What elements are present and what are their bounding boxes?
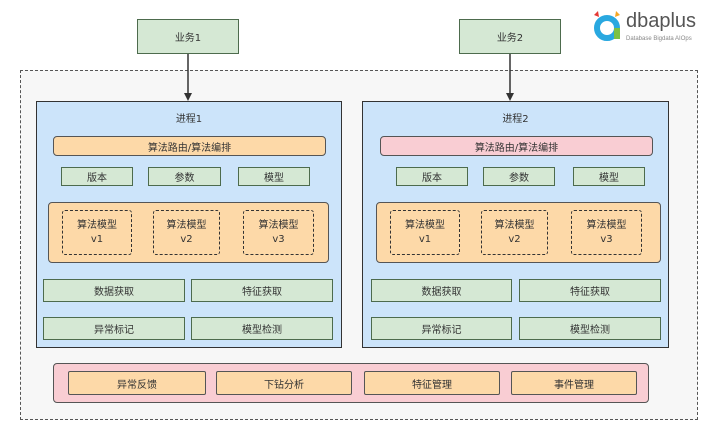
anomaly-mark: 异常标记 <box>371 317 512 340</box>
model-version: v2 <box>508 233 521 245</box>
model-detect: 模型检测 <box>191 317 333 340</box>
param-version: 版本 <box>61 167 133 186</box>
model-version: v3 <box>600 233 613 245</box>
model-detect: 模型检测 <box>519 317 661 340</box>
anomaly-mark: 异常标记 <box>43 317 185 340</box>
model-label: 算法模型 <box>586 219 627 231</box>
param-model: 模型 <box>573 167 645 186</box>
model-label: 算法模型 <box>258 219 299 231</box>
feature-fetch: 特征获取 <box>191 279 333 302</box>
arrows <box>184 54 514 101</box>
model-label: 算法模型 <box>405 219 445 231</box>
model-v3: 算法模型 v3 <box>243 210 314 255</box>
model-v2: 算法模型 v2 <box>153 210 220 255</box>
model-v3: 算法模型 v3 <box>571 210 642 255</box>
model-v2: 算法模型 v2 <box>481 210 548 255</box>
model-version: v3 <box>272 233 285 245</box>
model-version: v1 <box>90 233 104 245</box>
model-v1: 算法模型 v1 <box>62 210 132 255</box>
service-2: 业务2 <box>459 19 561 54</box>
param-params: 参数 <box>148 167 221 186</box>
model-version: v2 <box>180 233 193 245</box>
arrow-2-head <box>506 93 514 101</box>
process-2-router: 算法路由/算法编排 <box>380 136 653 156</box>
process-2-title: 进程2 <box>502 113 529 125</box>
model-label: 算法模型 <box>166 219 207 231</box>
feature-management: 特征管理 <box>364 371 500 395</box>
process-1-router: 算法路由/算法编排 <box>53 136 326 156</box>
param-params: 参数 <box>483 167 555 186</box>
anomaly-feedback: 异常反馈 <box>68 371 206 395</box>
model-label: 算法模型 <box>494 219 535 231</box>
model-label: 算法模型 <box>77 219 117 231</box>
param-version: 版本 <box>396 167 468 186</box>
process-1-title: 进程1 <box>175 113 203 125</box>
drilldown-analysis: 下钻分析 <box>216 371 352 395</box>
dbaplus-logo: dbaplus Database Bigdata AIOps <box>590 8 696 44</box>
param-model: 模型 <box>238 167 310 186</box>
model-v1: 算法模型 v1 <box>390 210 460 255</box>
logo-text: dbaplus <box>626 10 697 32</box>
data-fetch: 数据获取 <box>371 279 512 302</box>
event-management: 事件管理 <box>511 371 637 395</box>
feature-fetch: 特征获取 <box>519 279 661 302</box>
model-version: v1 <box>418 233 432 245</box>
data-fetch: 数据获取 <box>43 279 185 302</box>
logo-icon <box>594 11 620 41</box>
service-1: 业务1 <box>137 19 239 54</box>
logo-tagline: Database Bigdata AIOps <box>626 36 692 42</box>
arrow-1-head <box>184 93 192 101</box>
